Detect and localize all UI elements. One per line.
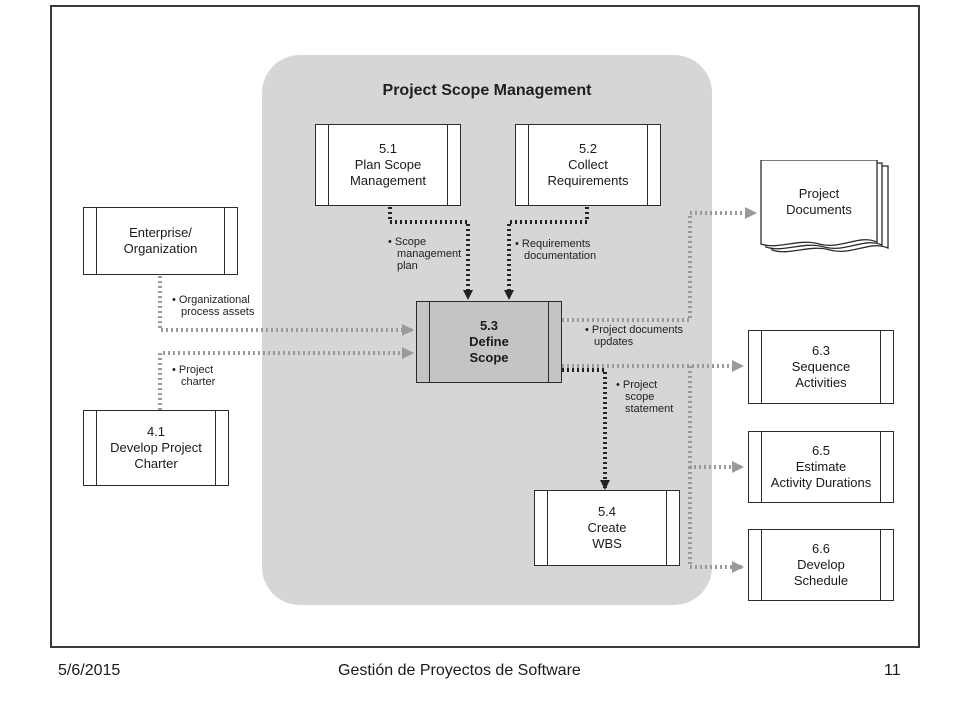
process-5-2-collect-requirements: 5.2 Collect Requirements [515, 124, 661, 206]
label-scope-management-plan: • Scope management plan [388, 236, 462, 272]
process-6-3-sequence-activities: 6.3 Sequence Activities [748, 330, 894, 404]
project-documents-label: Project Documents [786, 186, 852, 217]
project-documents-icon [760, 160, 889, 253]
label-project-documents-updates: • Project documents updates [585, 324, 684, 348]
panel-title: Project Scope Management [382, 82, 592, 99]
label-requirements-documentation: • Requirements documentation [515, 238, 597, 262]
process-5-1-plan-scope: 5.1 Plan Scope Management [315, 124, 461, 206]
flow-requirements [504, 207, 589, 300]
footer-course-title: Gestión de Proyectos de Software [338, 662, 581, 679]
flow-scope-plan [388, 207, 473, 300]
flow-charter [158, 347, 414, 410]
process-6-5-estimate-durations: 6.5 Estimate Activity Durations [748, 431, 894, 503]
process-6-6-develop-schedule: 6.6 Develop Schedule [748, 529, 894, 601]
enterprise-organization-box: Enterprise/ Organization [83, 207, 238, 275]
label-organizational-process-assets: • Organizational process assets [172, 294, 255, 318]
process-5-4-create-wbs: 5.4 Create WBS [534, 490, 680, 566]
flow-doc-updates [562, 207, 757, 322]
flow-scope-statement [562, 368, 610, 490]
label-project-scope-statement: • Project scope statement [616, 379, 674, 415]
footer-date: 5/6/2015 [58, 662, 121, 679]
flow-to-65 [688, 366, 744, 473]
process-5-3-define-scope: 5.3 Define Scope [416, 301, 562, 383]
label-project-charter: • Project charter [172, 364, 216, 388]
flow-to-66 [688, 467, 744, 573]
footer-page-number: 11 [884, 662, 901, 679]
process-4-1-develop-charter: 4.1 Develop Project Charter [83, 410, 229, 486]
flow-org-assets [158, 276, 414, 336]
